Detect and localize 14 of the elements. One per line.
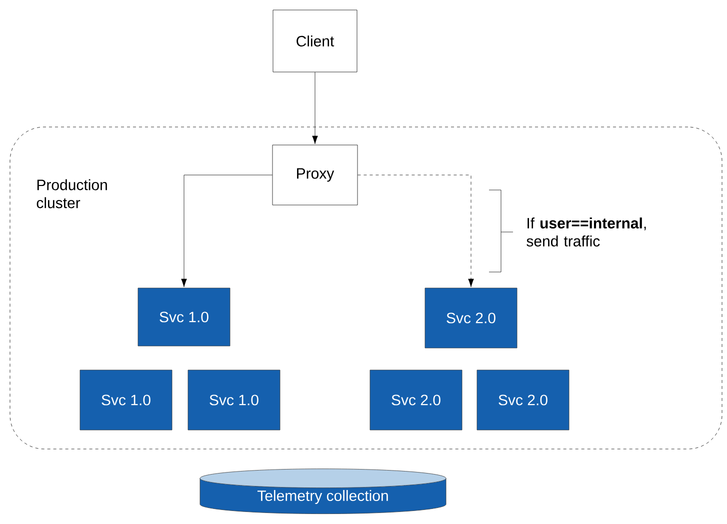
service-box: Svc 1.0 xyxy=(80,370,172,430)
process-box: Proxy xyxy=(272,144,358,206)
arrow xyxy=(358,174,474,288)
database-cylinder: Telemetry collection xyxy=(200,468,446,514)
service-box: Svc 2.0 xyxy=(476,370,570,430)
arrow xyxy=(312,72,318,144)
service-box: Svc 2.0 xyxy=(424,288,518,348)
arrow xyxy=(181,174,272,288)
service-box: Svc 1.0 xyxy=(138,288,230,346)
service-box: Svc 1.0 xyxy=(188,370,280,430)
region-label: Production cluster xyxy=(36,179,107,208)
note-text: If user==internal, send traffic xyxy=(526,218,646,246)
process-box: Client xyxy=(272,10,358,72)
service-box: Svc 2.0 xyxy=(370,370,462,430)
